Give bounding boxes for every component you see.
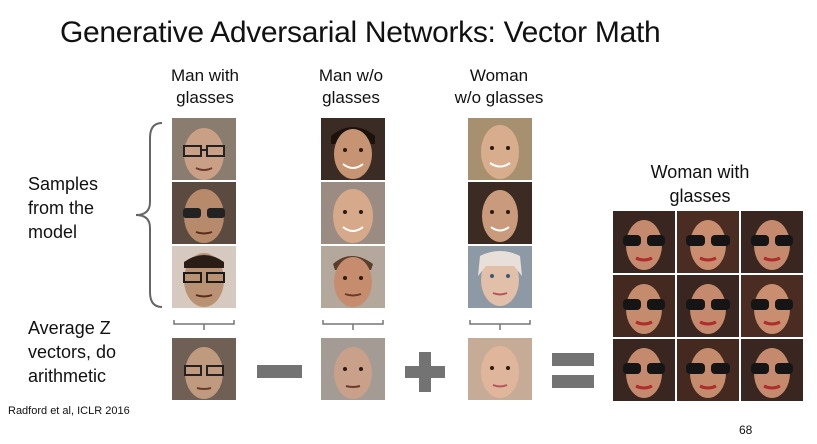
equals-icon	[552, 353, 594, 366]
average-face-image	[468, 338, 532, 400]
column-label-man-with-glasses: Man with glasses	[170, 66, 240, 107]
sample-face-image	[468, 182, 532, 244]
page-number: 68	[739, 423, 753, 437]
minus-icon	[257, 365, 302, 378]
column-label-man-without-glasses: Man w/o glasses	[318, 66, 384, 107]
result-face-image	[613, 275, 675, 337]
sample-face-image	[468, 118, 532, 180]
samples-brace	[135, 122, 163, 308]
sample-face-image	[468, 246, 532, 308]
slide-title: Generative Adversarial Networks: Vector …	[60, 16, 661, 49]
result-face-image	[677, 275, 739, 337]
result-face-image	[677, 211, 739, 273]
average-bracket	[322, 320, 384, 330]
average-face-image	[321, 338, 385, 400]
plus-icon	[405, 352, 445, 392]
average-bracket	[173, 320, 235, 330]
sample-face-image	[172, 182, 236, 244]
sample-face-image	[321, 118, 385, 180]
column-label-woman-without-glasses: Woman w/o glasses	[454, 66, 544, 107]
sample-face-image	[321, 182, 385, 244]
samples-label: Samples from the model	[28, 174, 99, 242]
average-label: Average Z vectors, do arithmetic	[28, 318, 117, 386]
equals-icon	[552, 375, 594, 388]
sample-face-image	[172, 118, 236, 180]
average-face-image	[172, 338, 236, 400]
result-face-image	[741, 275, 803, 337]
result-label-woman-with-glasses: Woman with glasses	[650, 162, 750, 206]
average-bracket	[469, 320, 531, 330]
result-face-image	[741, 211, 803, 273]
result-face-image	[613, 339, 675, 401]
result-face-image	[613, 211, 675, 273]
sample-face-image	[172, 246, 236, 308]
result-face-image	[741, 339, 803, 401]
result-face-image	[677, 339, 739, 401]
sample-face-image	[321, 246, 385, 308]
citation: Radford et al, ICLR 2016	[8, 405, 130, 417]
